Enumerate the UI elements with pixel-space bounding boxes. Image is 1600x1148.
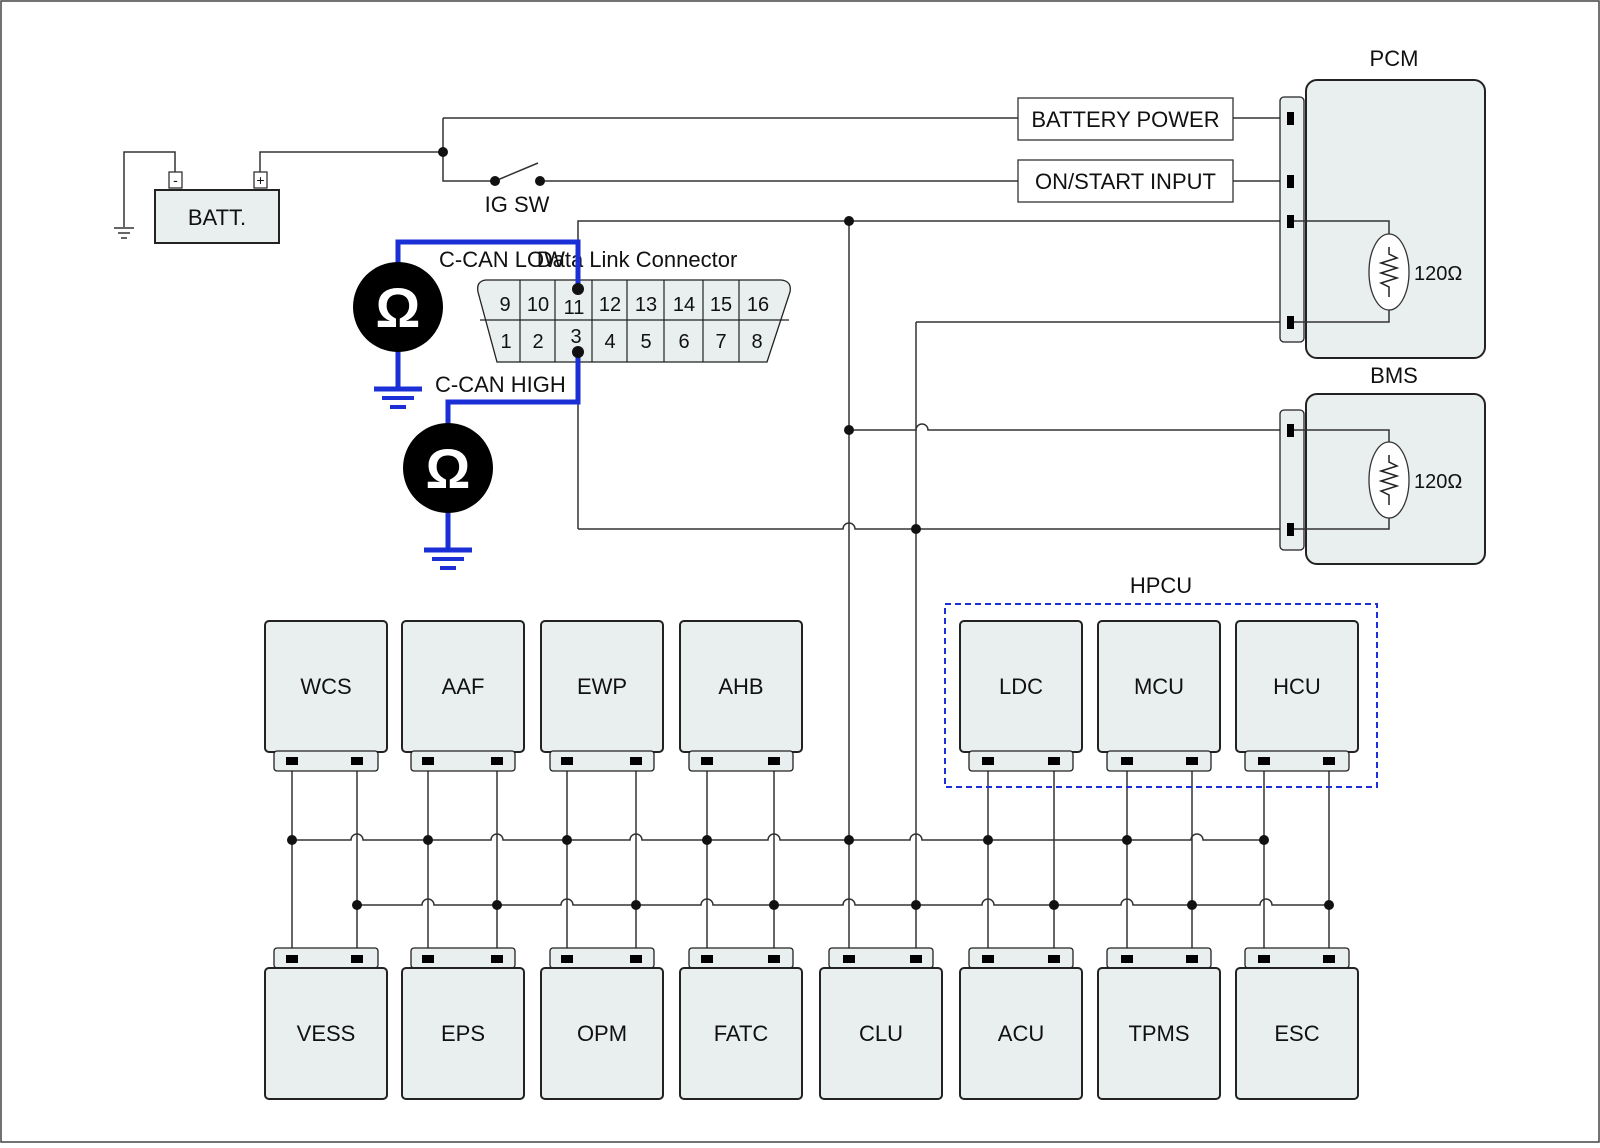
dlc-pin-12: 12 [599, 294, 621, 316]
hpcu-label: HPCU [1130, 573, 1192, 598]
module-wcs: WCS [264, 620, 388, 772]
module-ewp: EWP [540, 620, 664, 772]
dlc-pin-9: 9 [499, 294, 510, 316]
battery-power-box [1017, 97, 1234, 141]
battery-ground [114, 151, 176, 239]
module-esc: ESC [1235, 947, 1359, 1100]
dlc-pin-10: 10 [527, 294, 549, 316]
module-label: VESS [297, 1021, 356, 1046]
ohm-symbol: Ω [426, 437, 471, 500]
dlc-pin-13: 13 [635, 294, 657, 316]
battery: - + BATT. [154, 171, 280, 244]
bms-label: BMS [1370, 363, 1418, 388]
dlc-pin-7: 7 [715, 331, 726, 353]
dlc-pin-15: 15 [710, 294, 732, 316]
ohm-symbol: Ω [376, 276, 421, 339]
pcm-module: PCM 120Ω [1279, 46, 1486, 359]
hpcu-group-border [944, 603, 1378, 788]
module-ahb: AHB [679, 620, 803, 772]
dlc-pin-16: 16 [747, 294, 769, 316]
module-opm: OPM [540, 947, 664, 1100]
battery-power-label: BATTERY POWER [1031, 107, 1219, 132]
dlc-pin-5: 5 [640, 331, 651, 353]
module-label: OPM [577, 1021, 627, 1046]
can-bus-wiring [287, 216, 1334, 962]
power-wiring [259, 117, 1290, 186]
ig-switch-label: IG SW [485, 192, 550, 217]
dlc-pin-8: 8 [751, 331, 762, 353]
module-label: TPMS [1128, 1021, 1189, 1046]
module-label: HCU [1273, 674, 1321, 699]
dlc-pin-6: 6 [678, 331, 689, 353]
pcm-label: PCM [1370, 46, 1419, 71]
can-low-label: C-CAN LOW [439, 247, 565, 272]
module-label: EWP [577, 674, 627, 699]
module-eps: EPS [401, 947, 525, 1100]
data-link-connector: Data Link Connector 9 10 11 12 13 14 15 … [477, 247, 791, 363]
dlc-pin-11: 11 [564, 297, 585, 319]
module-fatc: FATC [679, 947, 803, 1100]
module-hcu: HCU [1235, 620, 1359, 772]
battery-label: BATT. [188, 205, 246, 230]
module-clu: CLU [819, 947, 943, 1100]
module-tpms: TPMS [1097, 947, 1221, 1100]
battery-neg-symbol: - [173, 172, 178, 188]
battery-pos-symbol: + [256, 172, 264, 188]
module-label: WCS [300, 674, 351, 699]
dlc-pin-3: 3 [570, 326, 581, 348]
bms-module: BMS 120Ω [1279, 363, 1486, 565]
dlc-title: Data Link Connector [537, 247, 738, 272]
can-low-measurement: Ω [353, 239, 584, 409]
module-label: MCU [1134, 674, 1184, 699]
module-aaf: AAF [401, 620, 525, 772]
ohmmeter-can-low-icon [353, 262, 443, 352]
module-label: CLU [859, 1021, 903, 1046]
bms-termination-resistor-label: 120Ω [1414, 471, 1462, 493]
module-label: ACU [998, 1021, 1044, 1046]
module-label: AAF [442, 674, 485, 699]
module-label: ESC [1274, 1021, 1319, 1046]
module-label: AHB [718, 674, 763, 699]
module-label: FATC [714, 1021, 769, 1046]
on-start-input-label: ON/START INPUT [1035, 169, 1216, 194]
on-start-input-box [1017, 159, 1234, 203]
dlc-pin-2: 2 [532, 331, 543, 353]
dlc-pin-1: 1 [500, 331, 511, 353]
module-acu: ACU [959, 947, 1083, 1100]
module-ldc: LDC [959, 620, 1083, 772]
dlc-pin-4: 4 [604, 331, 615, 353]
can-high-measurement: Ω [403, 346, 584, 570]
ohmmeter-can-high-icon [403, 423, 493, 513]
pcm-termination-resistor-label: 120Ω [1414, 263, 1462, 285]
dlc-pin-14: 14 [673, 294, 695, 316]
module-label: EPS [441, 1021, 485, 1046]
module-mcu: MCU [1097, 620, 1221, 772]
module-vess: VESS [264, 947, 388, 1100]
can-high-label: C-CAN HIGH [435, 372, 566, 397]
module-label: LDC [999, 674, 1043, 699]
